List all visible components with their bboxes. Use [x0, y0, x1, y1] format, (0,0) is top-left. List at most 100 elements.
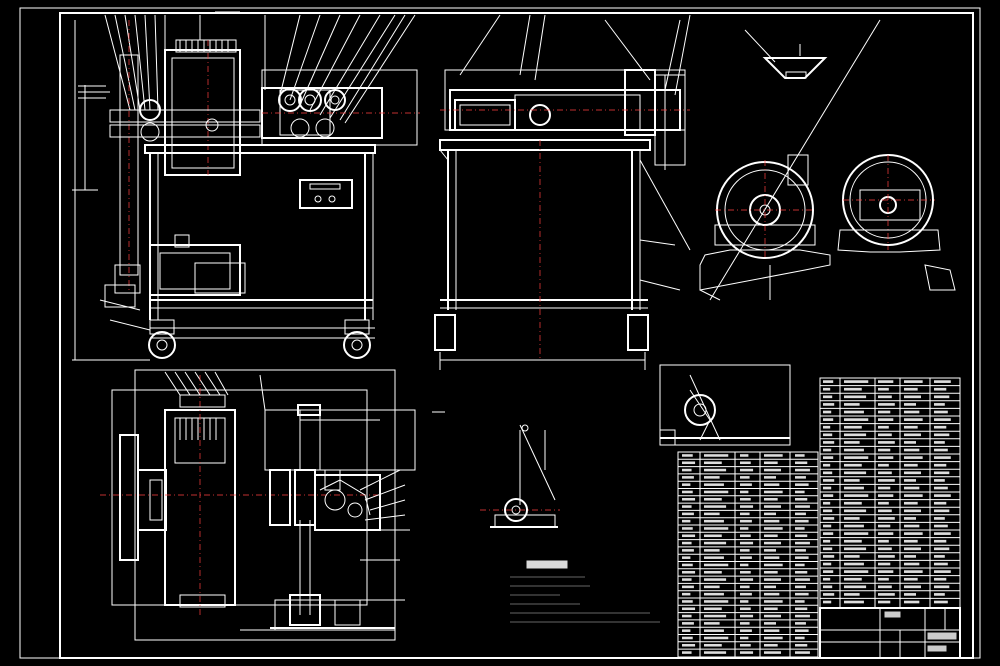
- table-cell-text: [704, 468, 727, 472]
- parts-list-right-rows: [820, 380, 960, 604]
- table-cell-text: [682, 527, 693, 530]
- table-cell-text: [682, 490, 693, 494]
- table-cell-text: [764, 519, 780, 523]
- table-cell-text: [934, 494, 951, 497]
- table-cell-text: [844, 387, 862, 391]
- table-cell-text: [764, 549, 776, 552]
- table-cell-text: [764, 585, 776, 589]
- table-cell-text: [704, 570, 722, 574]
- table-cell-text: [682, 636, 693, 640]
- table-cell-text: [878, 486, 891, 490]
- table-cell-text: [764, 563, 783, 567]
- table-cell-text: [934, 433, 950, 437]
- table-cell-text: [878, 577, 889, 581]
- section-a-view: [699, 19, 881, 301]
- table-cell-text: [823, 410, 832, 414]
- table-cell-text: [844, 403, 860, 406]
- table-cell-text: [823, 509, 833, 513]
- table-cell-text: [795, 563, 805, 567]
- table-cell-text: [704, 585, 720, 589]
- table-cell-text: [795, 636, 805, 640]
- table-cell-text: [823, 593, 835, 596]
- table-cell-text: [934, 577, 947, 581]
- table-cell-text: [682, 592, 691, 596]
- table-cell-text: [704, 454, 729, 457]
- table-cell-text: [844, 410, 864, 414]
- table-cell-text: [904, 555, 916, 558]
- table-cell-text: [934, 387, 947, 391]
- table-cell-text: [878, 524, 891, 528]
- table-cell-text: [682, 468, 692, 472]
- table-cell-text: [704, 643, 722, 647]
- table-cell-text: [682, 541, 692, 545]
- table-cell-text: [795, 607, 808, 611]
- table-cell-text: [682, 651, 692, 654]
- table-cell-text: [904, 433, 921, 437]
- table-cell-text: [795, 512, 806, 516]
- table-cell-text: [704, 490, 729, 494]
- table-cell-text: [823, 517, 835, 520]
- table-cell-text: [764, 527, 783, 530]
- table-cell-text: [682, 549, 694, 552]
- table-cell-text: [795, 600, 805, 603]
- table-cell-text: [934, 418, 951, 421]
- table-cell-text: [904, 547, 921, 551]
- table-cell-text: [704, 563, 729, 567]
- table-cell-text: [740, 600, 749, 603]
- table-cell-text: [934, 380, 951, 383]
- table-cell-text: [823, 479, 835, 482]
- table-cell-text: [823, 387, 831, 391]
- table-cell-text: [764, 497, 778, 501]
- table-cell-text: [878, 532, 894, 535]
- table-cell-text: [904, 403, 916, 406]
- table-cell-text: [764, 534, 778, 538]
- table-cell-text: [795, 570, 808, 574]
- table-cell-text: [795, 483, 809, 486]
- table-cell-text: [904, 425, 918, 429]
- table-cell-text: [844, 593, 860, 596]
- table-cell-text: [764, 541, 781, 545]
- table-cell-text: [878, 387, 889, 391]
- table-cell-text: [904, 577, 918, 581]
- table-cell-text: [740, 563, 749, 567]
- table-cell-text: [740, 468, 754, 472]
- table-cell-text: [795, 592, 809, 596]
- table-cell-text: [795, 578, 810, 581]
- table-cell-text: [682, 563, 693, 567]
- table-cell-text: [704, 527, 729, 530]
- table-cell-text: [904, 570, 923, 573]
- table-cell-text: [823, 456, 834, 459]
- table-cell-text: [878, 555, 895, 558]
- table-cell-text: [795, 622, 806, 625]
- table-cell-text: [844, 600, 864, 604]
- table-cell-text: [904, 501, 918, 505]
- table-cell-text: [844, 509, 867, 513]
- table-cell-text: [844, 524, 864, 528]
- table-cell-text: [934, 456, 951, 459]
- table-cell-text: [764, 483, 780, 486]
- table-cell-text: [682, 476, 694, 479]
- table-cell-text: [844, 456, 869, 459]
- table-cell-text: [844, 585, 867, 589]
- table-cell-text: [795, 549, 806, 552]
- table-cell-text: [682, 556, 691, 559]
- table-cell-text: [844, 425, 862, 429]
- table-cell-text: [740, 585, 750, 589]
- section-b-view: [837, 154, 956, 291]
- table-cell-text: [878, 403, 895, 406]
- table-cell-text: [823, 539, 831, 543]
- table-cell-text: [934, 593, 945, 596]
- table-cell-text: [934, 395, 950, 399]
- table-cell-text: [878, 395, 892, 399]
- table-cell-text: [764, 578, 781, 581]
- table-cell-text: [740, 578, 754, 581]
- table-cell-text: [740, 629, 752, 632]
- table-cell-text: [844, 532, 869, 535]
- table-cell-text: [904, 593, 916, 596]
- table-cell-text: [844, 539, 862, 543]
- table-cell-text: [764, 490, 783, 494]
- table-cell-text: [934, 539, 947, 543]
- table-cell-text: [934, 547, 950, 551]
- table-cell-text: [878, 380, 894, 383]
